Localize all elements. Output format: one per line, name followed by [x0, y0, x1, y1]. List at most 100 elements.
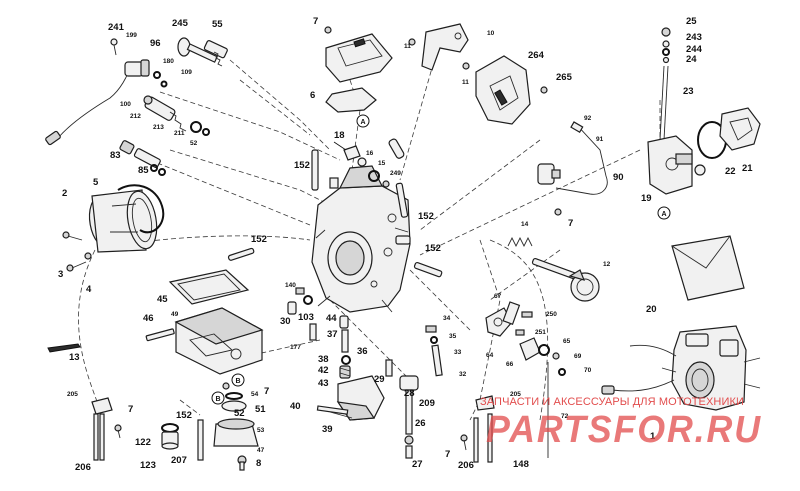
bowl-bottom-parts [161, 382, 259, 471]
callout-number: 66 [506, 361, 514, 368]
callout-number: 26 [415, 418, 426, 429]
svg-text:B: B [215, 396, 220, 403]
callout-number: 206 [75, 462, 91, 473]
callout-number: 54 [251, 391, 259, 398]
callout-number: 28 [404, 388, 415, 399]
reference-marker: B [231, 373, 245, 387]
callout-number: 44 [326, 313, 337, 324]
callout-number: 264 [528, 50, 545, 61]
drain-parts-right [460, 362, 549, 463]
throttle-shaft [507, 236, 600, 302]
callout-number: 249 [390, 170, 401, 177]
callout-number: 36 [357, 346, 368, 357]
callout-number: 47 [257, 447, 265, 454]
jet-set-center [339, 315, 393, 379]
callout-number: 67 [494, 293, 502, 300]
callout-number: 122 [135, 437, 151, 448]
svg-text:B: B [235, 378, 240, 385]
callout-number: 23 [683, 86, 694, 97]
callout-number: 46 [143, 313, 154, 324]
callout-number: 18 [334, 130, 345, 141]
callout-number: 92 [584, 115, 592, 122]
callout-number: 37 [327, 329, 338, 340]
callout-number: 250 [546, 311, 557, 318]
callout-number: 205 [510, 391, 521, 398]
callout-number: 53 [257, 427, 265, 434]
callout-number: 42 [318, 365, 329, 376]
drain-parts-left [91, 397, 122, 461]
callout-number: 152 [294, 160, 310, 171]
callout-number: 211 [174, 130, 185, 137]
callout-number: 27 [412, 459, 423, 470]
svg-text:A: A [661, 211, 666, 218]
callout-number: 213 [153, 124, 164, 131]
callout-number: 55 [212, 19, 223, 30]
callout-number: 21 [742, 163, 753, 174]
callout-number: 35 [449, 333, 457, 340]
callout-number: 45 [157, 294, 168, 305]
reference-marker: A [356, 114, 370, 128]
callout-number: 1 [650, 431, 656, 442]
callout-number: 11 [404, 43, 411, 50]
callout-number: 24 [686, 54, 697, 65]
callout-number: 251 [535, 329, 546, 336]
sensor-harness [45, 38, 150, 146]
top-cover [324, 26, 393, 113]
callout-number: 4 [86, 284, 92, 295]
float-bowl [145, 269, 264, 375]
callout-number: 64 [486, 352, 494, 359]
callout-number: 40 [290, 401, 301, 412]
pump-linkage [485, 301, 566, 376]
callout-number: 241 [108, 22, 125, 33]
svg-text:PARTSFOR.RU: PARTSFOR.RU [486, 410, 762, 448]
svg-text:A: A [360, 119, 365, 126]
callout-number: 205 [67, 391, 78, 398]
callout-number: 12 [603, 261, 611, 268]
callout-number: 30 [280, 316, 291, 327]
callout-number: 7 [568, 218, 573, 229]
callout-number: 19 [641, 193, 652, 204]
watermark-logo: PARTSFOR.RU [486, 410, 762, 448]
callout-number: 29 [374, 374, 385, 385]
callout-number: 103 [298, 312, 314, 323]
callout-number: 16 [366, 150, 374, 157]
choke-parts [333, 141, 390, 188]
callout-number: 152 [176, 410, 192, 421]
callout-number: 90 [613, 172, 624, 183]
reference-marker: B [211, 391, 225, 405]
callout-number: 39 [322, 424, 333, 435]
callout-number: 243 [686, 32, 702, 43]
callout-number: 15 [378, 160, 386, 167]
callout-number: 109 [181, 69, 192, 76]
callout-number: 10 [487, 30, 495, 37]
assembled-carburetor [601, 325, 761, 411]
callout-number: 152 [418, 211, 434, 222]
callout-number: 85 [138, 165, 149, 176]
callout-number: 2 [62, 188, 67, 199]
callout-number: 14 [521, 221, 529, 228]
callout-number: 177 [290, 344, 301, 351]
callout-number: 38 [318, 354, 329, 365]
callout-number: 83 [110, 150, 121, 161]
callout-number: 49 [171, 311, 179, 318]
float-pin [47, 343, 81, 353]
callout-number: 20 [646, 304, 657, 315]
callout-number: 245 [172, 18, 189, 29]
reference-marker: A [657, 206, 671, 220]
callout-number: 69 [574, 353, 582, 360]
callout-number: 123 [140, 460, 156, 471]
callout-number: 8 [256, 458, 261, 469]
throttle-position-sensor [647, 27, 761, 195]
callout-number: 91 [596, 136, 604, 143]
small-jets [143, 71, 210, 136]
callout-number: 209 [419, 398, 435, 409]
callout-number: 7 [445, 449, 450, 460]
callout-number: 52 [190, 140, 198, 147]
callout-number: 72 [561, 413, 569, 420]
carburetor-body [311, 165, 411, 313]
watermark: ЗАПЧАСТИ И АКСЕССУАРЫ ДЛЯ МОТОТЕХНИКИ PA… [480, 396, 780, 456]
callout-number: 3 [58, 269, 63, 280]
callout-number: 52 [234, 408, 245, 419]
callout-number: 207 [171, 455, 187, 466]
